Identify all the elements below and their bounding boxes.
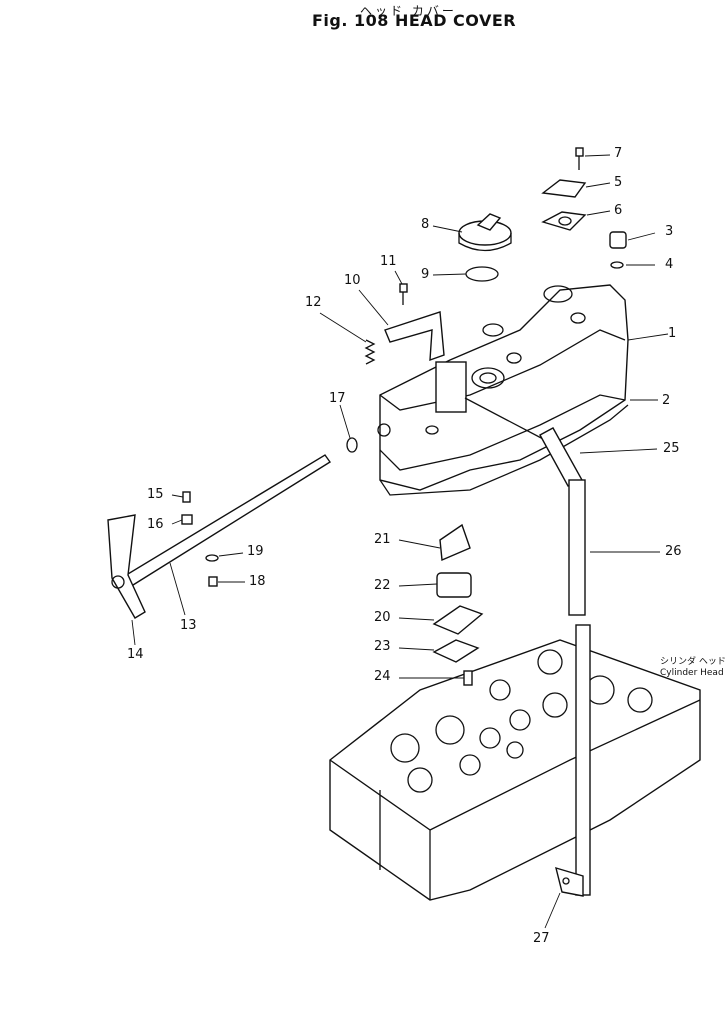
callout-9: 9	[421, 267, 430, 282]
callout-5: 5	[614, 175, 623, 190]
breather-pipe-drawing	[464, 397, 591, 897]
cap-nut-drawing	[609, 231, 627, 269]
title-japanese: ヘッド カバー	[360, 4, 457, 18]
callout-27: 27	[533, 931, 550, 946]
callout-7: 7	[614, 146, 623, 161]
leader-lines	[131, 154, 669, 929]
callout-11: 11	[380, 254, 397, 269]
callout-18: 18	[249, 574, 266, 589]
callout-2: 2	[662, 393, 671, 408]
callout-21: 21	[374, 532, 391, 547]
cylinder-head-note-english: Cylinder Head	[660, 668, 724, 678]
cover-plate-drawing	[541, 147, 587, 231]
breather-drawing	[432, 523, 484, 686]
callout-15: 15	[147, 487, 164, 502]
callout-12: 12	[305, 295, 322, 310]
callout-17: 17	[329, 391, 346, 406]
callout-1: 1	[668, 326, 677, 341]
head-cover-drawing	[377, 284, 629, 496]
callout-23: 23	[374, 639, 391, 654]
callout-6: 6	[614, 203, 623, 218]
bracket-drawing	[346, 283, 445, 453]
callout-22: 22	[374, 578, 391, 593]
callout-20: 20	[374, 610, 391, 625]
callout-14: 14	[127, 647, 144, 662]
cylinder-head-drawing	[329, 639, 701, 901]
callout-4: 4	[665, 257, 674, 272]
oil-cap-drawing	[458, 213, 512, 282]
callout-24: 24	[374, 669, 391, 684]
callout-13: 13	[180, 618, 197, 633]
title-english: Fig. 108 HEAD COVER	[312, 11, 517, 30]
lever-shaft-drawing	[107, 454, 332, 619]
callout-3: 3	[665, 224, 674, 239]
callout-10: 10	[344, 273, 361, 288]
cylinder-head-note-japanese: シリンダ ヘッド	[660, 657, 726, 667]
callout-26: 26	[665, 544, 682, 559]
callout-19: 19	[247, 544, 264, 559]
callout-8: 8	[421, 217, 430, 232]
callout-16: 16	[147, 517, 164, 532]
callout-25: 25	[663, 441, 680, 456]
